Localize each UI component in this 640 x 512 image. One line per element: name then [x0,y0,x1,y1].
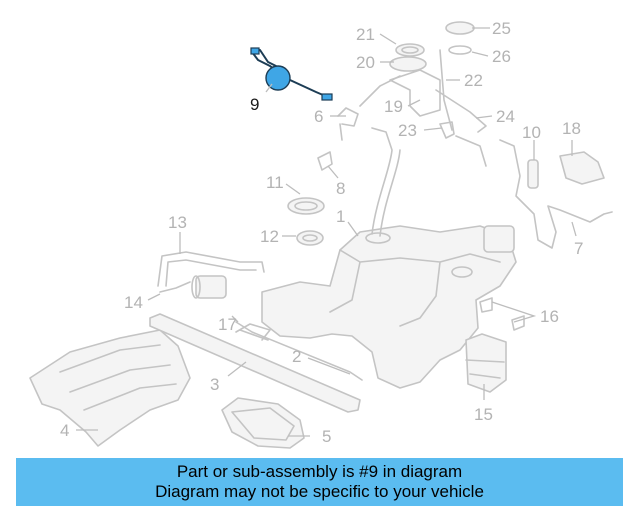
callout-4: 4 [60,421,69,440]
callout-11: 11 [266,173,284,192]
sender-unit-part [359,21,487,167]
lock-ring-part [287,197,325,246]
callout-19: 19 [384,97,403,116]
bracket-part [235,323,271,341]
callout-22: 22 [464,71,483,90]
callout-24: 24 [496,107,515,126]
vent-line-part [499,139,613,249]
cover-plate-part [221,397,305,449]
callout-2: 2 [292,347,301,366]
callout-20: 20 [356,53,375,72]
callout-10: 10 [522,123,541,142]
fuel-tank-part [261,127,517,389]
heat-shield-part [29,329,191,447]
callout-5: 5 [322,427,331,446]
callout-labels: 1 2 3 4 5 6 7 8 9 10 11 12 13 14 15 16 1… [60,19,583,446]
caption-banner: Part or sub-assembly is #9 in diagram Di… [16,458,623,506]
callout-23: 23 [398,121,417,140]
callout-14: 14 [124,293,143,312]
callout-26: 26 [492,47,511,66]
sensor-bracket-part [317,107,359,171]
callout-3: 3 [210,375,219,394]
leader-lines [76,27,577,437]
callout-8: 8 [336,179,345,198]
callout-7: 7 [574,239,583,258]
part-9-highlighted [250,47,333,101]
pump-part [465,333,507,393]
callout-6: 6 [314,107,323,126]
clip-part [479,297,525,331]
callout-12: 12 [260,227,279,246]
callout-21: 21 [356,25,375,44]
parts-diagram: 1 2 3 4 5 6 7 8 9 10 11 12 13 14 15 16 1… [29,19,613,449]
callout-15: 15 [474,405,493,424]
callout-9: 9 [250,95,259,114]
callout-1: 1 [336,207,345,226]
crossmember-part [149,313,361,413]
callout-17: 17 [218,315,237,334]
callout-13: 13 [168,213,187,232]
line-part [157,251,265,299]
callout-18: 18 [562,119,581,138]
caption-line-2: Diagram may not be specific to your vehi… [155,482,484,501]
callout-25: 25 [492,19,511,38]
callout-16: 16 [540,307,559,326]
caption-line-1: Part or sub-assembly is #9 in diagram [176,462,463,481]
